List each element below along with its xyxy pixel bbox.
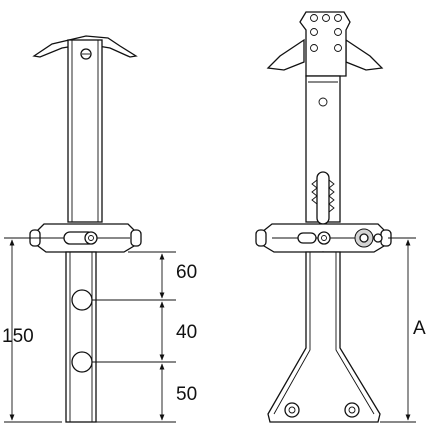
left-view-support xyxy=(29,35,142,423)
adjustable-height-label: A xyxy=(413,318,426,339)
spacing-bottom-label: 50 xyxy=(176,384,197,405)
right-dimensions: A xyxy=(380,237,426,423)
adjustment-hole-2 xyxy=(71,351,93,373)
spacing-top-label: 60 xyxy=(176,262,197,283)
right-view-support xyxy=(255,11,392,423)
adjustment-hole-1 xyxy=(71,289,93,311)
left-dimensions: 150 60 40 50 xyxy=(2,237,197,423)
spacing-middle-label: 40 xyxy=(176,322,197,343)
total-height-label: 150 xyxy=(2,326,34,347)
